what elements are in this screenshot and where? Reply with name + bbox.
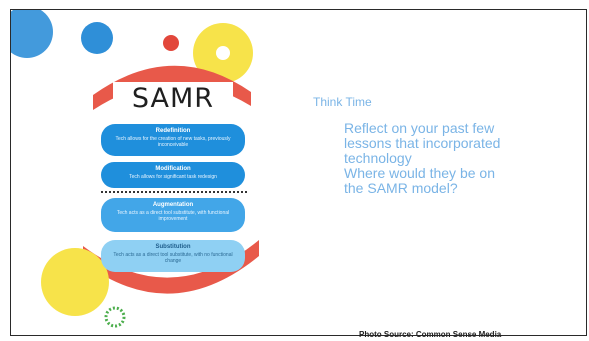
bottom-arc — [83, 240, 259, 294]
yellow-circle-bottom — [41, 248, 109, 316]
blue-circle — [81, 22, 113, 54]
level-augmentation: Augmentation Tech acts as a direct tool … — [101, 198, 245, 232]
level-modification: Modification Tech allows for significant… — [101, 162, 245, 188]
level-name: Augmentation — [152, 202, 194, 208]
level-desc: Tech allows for significant task redesig… — [129, 174, 217, 180]
white-dot — [216, 46, 230, 60]
green-dotted-ring — [104, 306, 126, 328]
samr-graphic: SAMR Redefinition Tech allows for the cr… — [99, 58, 249, 284]
samr-title: SAMR — [113, 82, 233, 116]
level-redefinition: Redefinition Tech allows for the creatio… — [101, 124, 245, 156]
level-desc: Tech acts as a direct tool substitute, w… — [113, 252, 233, 264]
blue-dotted-circle — [11, 10, 53, 58]
prompt-line: Where would they be on — [344, 165, 495, 181]
level-desc: Tech allows for the creation of new task… — [115, 136, 231, 148]
slide: SAMR Redefinition Tech allows for the cr… — [10, 9, 587, 336]
prompt-line: technology — [344, 150, 412, 166]
prompt-line: the SAMR model? — [344, 180, 458, 196]
prompt-line: lessons that incorporated — [344, 135, 501, 151]
level-desc: Tech acts as a direct tool substitute, w… — [116, 210, 230, 222]
reflection-prompt: Reflect on your past few lessons that in… — [344, 121, 574, 196]
dotted-divider — [101, 191, 247, 193]
top-arc — [93, 65, 251, 110]
level-name: Modification — [155, 166, 191, 172]
prompt-line: Reflect on your past few — [344, 120, 495, 136]
decorative-shapes — [11, 10, 259, 328]
level-name: Substitution — [155, 244, 191, 250]
red-dot — [163, 35, 179, 51]
level-substitution: Substitution Tech acts as a direct tool … — [101, 240, 245, 272]
think-time-heading: Think Time — [313, 95, 372, 109]
level-name: Redefinition — [155, 128, 191, 134]
photo-source-caption: Photo Source: Common Sense Media — [359, 330, 502, 339]
